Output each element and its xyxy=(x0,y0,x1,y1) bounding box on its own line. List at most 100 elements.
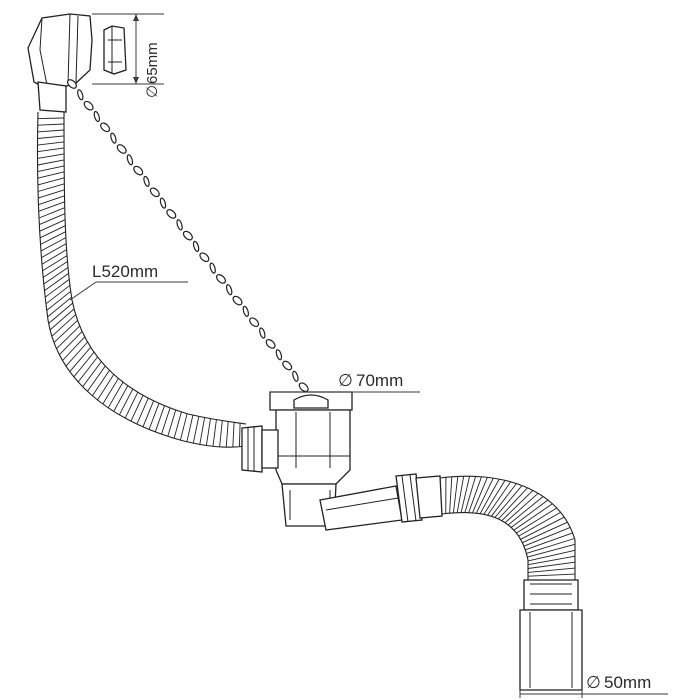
hose-rib xyxy=(456,476,465,513)
hose-rib xyxy=(179,413,188,441)
hose-rib xyxy=(520,516,565,540)
chain-link xyxy=(83,100,94,111)
chain-link xyxy=(77,89,84,101)
hose-rib xyxy=(527,543,576,558)
chain-link xyxy=(242,305,250,318)
hose-rib xyxy=(87,365,106,392)
hose-rib xyxy=(513,503,553,531)
hose-rib xyxy=(37,165,65,173)
hose-rib xyxy=(77,356,98,383)
hose-rib xyxy=(37,135,65,139)
hose-rib xyxy=(487,481,512,516)
hose-rib xyxy=(44,273,69,291)
hose-rib xyxy=(82,361,102,387)
hose-rib xyxy=(464,476,477,513)
hose-rib xyxy=(483,480,506,515)
hose-rib xyxy=(65,341,88,367)
hose-rib xyxy=(56,325,81,350)
chain-link xyxy=(249,317,260,328)
chain-link xyxy=(176,219,183,231)
outlet-diameter-label: 50mm xyxy=(604,673,651,692)
hose-rib xyxy=(526,538,575,554)
hose-rib xyxy=(39,219,66,232)
hose-rib xyxy=(37,177,65,186)
chain-link xyxy=(298,382,309,393)
hose-rib xyxy=(37,171,65,179)
hose-rib xyxy=(37,123,65,126)
hose-rib xyxy=(154,405,165,432)
hose-rib xyxy=(42,261,68,278)
chain-link xyxy=(199,252,210,263)
hose-rib xyxy=(527,561,576,569)
hose-rib xyxy=(41,243,67,258)
chain-link xyxy=(166,209,177,219)
chain-link xyxy=(133,165,144,176)
dimension-stopper: ∅ 65mm xyxy=(92,13,164,98)
dimension-drain: ∅ 70mm xyxy=(270,371,420,393)
hose-rib xyxy=(73,351,95,378)
hose-rib xyxy=(124,392,139,419)
hose-rib xyxy=(219,420,223,447)
overflow-hose xyxy=(36,111,247,448)
hose-rib xyxy=(37,117,65,120)
hose-rib xyxy=(38,207,65,219)
hose-rib xyxy=(452,476,459,513)
chain-link xyxy=(159,197,167,209)
hose-rib xyxy=(525,532,573,551)
drain-diameter-label: 70mm xyxy=(356,371,403,390)
hose-rib xyxy=(44,279,70,298)
hose-rib xyxy=(490,483,517,517)
hose-rib xyxy=(225,421,229,448)
hose-rib xyxy=(92,370,110,397)
hose-rib xyxy=(504,492,539,524)
hose-rib xyxy=(39,213,66,226)
chain-link xyxy=(209,262,216,274)
hose-rib xyxy=(38,201,65,212)
hose-rib xyxy=(527,555,576,566)
chain-link xyxy=(100,122,111,133)
outlet-diameter-symbol: ∅ xyxy=(586,673,601,692)
hose-rib xyxy=(62,336,86,361)
hose-rib xyxy=(479,478,500,514)
hose-rib xyxy=(46,290,71,311)
hose-rib xyxy=(507,496,544,526)
chain-link xyxy=(232,295,243,306)
chain-link xyxy=(93,110,101,123)
hose-rib xyxy=(43,267,69,285)
chain-link xyxy=(143,175,150,188)
hose-rib xyxy=(49,308,75,331)
stopper-plug xyxy=(103,25,127,75)
hose-rib xyxy=(37,141,65,146)
hose-rib xyxy=(119,388,134,416)
chain-link xyxy=(265,339,276,349)
chain-link xyxy=(126,154,134,166)
hose-rib xyxy=(37,129,65,133)
chain-link xyxy=(292,370,299,382)
hose-rib xyxy=(523,526,571,547)
hose-rib xyxy=(238,423,241,447)
hose-rib xyxy=(449,476,453,514)
hose-rib xyxy=(130,395,144,422)
hose-rib xyxy=(460,476,471,513)
chain-link xyxy=(216,274,226,284)
hose-rib xyxy=(39,225,66,239)
hose-rib xyxy=(232,422,235,448)
outlet-hose xyxy=(439,475,576,580)
hose-rib xyxy=(59,331,83,356)
hose-rib xyxy=(136,397,149,425)
hose-rib xyxy=(40,231,66,245)
hose-length-label: L520mm xyxy=(92,262,158,281)
hose-rib xyxy=(475,477,494,514)
hose-rib xyxy=(37,153,65,159)
hose-rib xyxy=(41,249,67,265)
hose-rib xyxy=(167,409,177,437)
hose-rib xyxy=(205,418,211,446)
hose-rib xyxy=(69,346,92,372)
hose-rib xyxy=(47,296,72,318)
hose-rib xyxy=(212,419,217,447)
hose-rib xyxy=(161,407,171,435)
dimension-outlet: ∅ 50mm xyxy=(519,673,668,698)
hose-rib xyxy=(37,183,65,192)
hose-rib xyxy=(527,567,576,573)
